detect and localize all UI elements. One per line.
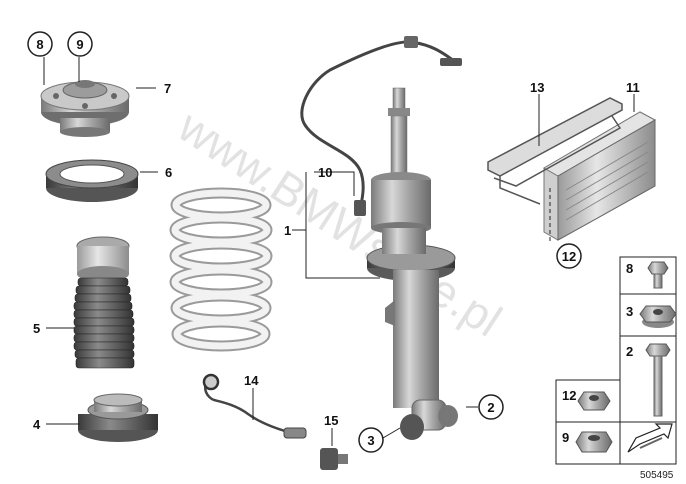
- callout-14: 14: [244, 373, 259, 388]
- callout-5: 5: [33, 321, 40, 336]
- part-dust-boot: [73, 236, 135, 369]
- part-spring-pad-ring: [45, 159, 139, 202]
- leader-lines: [43, 57, 635, 446]
- callout-13: 13: [530, 80, 544, 95]
- svg-text:3: 3: [367, 433, 374, 448]
- part-shock-absorber: [366, 87, 458, 440]
- legend-label-9: 9: [562, 430, 569, 445]
- callout-10: 10: [318, 165, 332, 180]
- legend-label-2: 2: [626, 344, 633, 359]
- svg-text:9: 9: [76, 37, 83, 52]
- callout-7: 7: [164, 81, 171, 96]
- flange-nut-icon: [639, 305, 677, 328]
- bolt-icon: [647, 261, 669, 289]
- part-height-sensor: [202, 373, 307, 439]
- diagram-number: 505495: [640, 470, 674, 481]
- callout-1: 1: [284, 223, 291, 238]
- legend-label-8: 8: [626, 261, 633, 276]
- arrow-icon: [627, 423, 673, 453]
- callout-11: 11: [626, 80, 640, 95]
- part-lower-spring-seat: [78, 393, 158, 442]
- callout-12: 12: [556, 243, 582, 269]
- callout-8: 8: [27, 31, 53, 57]
- part-control-unit: [543, 111, 657, 241]
- svg-text:12: 12: [562, 249, 576, 264]
- callout-6: 6: [165, 165, 172, 180]
- legend-label-3: 3: [626, 304, 633, 319]
- svg-text:8: 8: [36, 37, 43, 52]
- callout-15: 15: [324, 413, 338, 428]
- callout-3: 3: [358, 427, 384, 453]
- svg-text:2: 2: [487, 400, 494, 415]
- collar-nut-icon: [575, 431, 613, 453]
- legend-label-12: 12: [562, 388, 576, 403]
- part-sensor-cable: [300, 36, 462, 216]
- callout-2: 2: [478, 394, 504, 420]
- part-coil-spring: [169, 187, 273, 352]
- part-top-mount: [40, 80, 130, 137]
- callout-9: 9: [67, 31, 93, 57]
- part-connector: [320, 448, 348, 470]
- hex-nut-icon: [577, 391, 611, 411]
- fastener-legend-panel: 8 3 2 12 9: [555, 256, 677, 465]
- callout-4: 4: [33, 417, 41, 432]
- long-bolt-icon: [645, 343, 671, 417]
- part-mounting-bracket: [487, 97, 623, 205]
